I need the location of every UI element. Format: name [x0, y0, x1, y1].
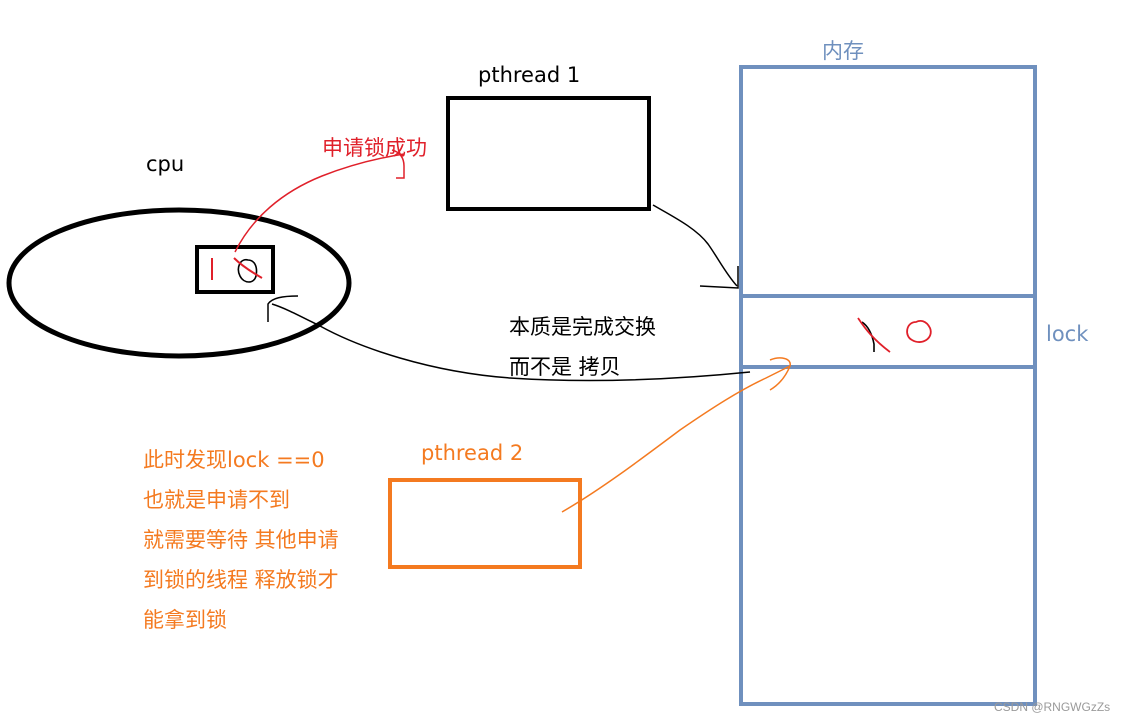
register-zero-mark: [237, 258, 258, 283]
note-block: 此时发现lock ==0 也就是申请不到 就需要等待 其他申请 到锁的线程 释放…: [143, 446, 339, 646]
pthread2-box: [388, 478, 582, 569]
note-line-3: 就需要等待 其他申请: [143, 528, 339, 552]
lock-red-slash: [857, 317, 891, 353]
lock-black-mark: [861, 321, 875, 352]
cpu-ellipse: [6, 207, 352, 359]
orange-arrow-head: [769, 357, 791, 391]
register-red-slash: [233, 257, 263, 279]
pthread2-label: pthread 2: [421, 441, 524, 465]
memory-block: [739, 65, 1037, 706]
black-arrow-head-cpu: [267, 295, 299, 322]
note-line-2: 也就是申请不到: [143, 488, 290, 512]
red-curve-arrow: [234, 153, 405, 253]
essence-line1: 本质是完成交换: [509, 315, 656, 339]
pthread1-label: pthread 1: [478, 63, 581, 87]
pthread1-box: [446, 96, 651, 211]
cpu-label: cpu: [146, 152, 185, 176]
watermark: CSDN @RNGWGzZs: [994, 700, 1111, 714]
lock-success-label: 申请锁成功: [322, 136, 427, 160]
note-line-4: 到锁的线程 释放锁才: [143, 568, 339, 592]
black-arrow-pthread1-to-memory: [652, 204, 738, 287]
note-line-1: 此时发现lock ==0: [143, 448, 325, 472]
note-line-5: 能拿到锁: [143, 608, 227, 632]
memory-label: 内存: [822, 39, 864, 63]
cpu-register-box: [195, 245, 275, 294]
black-arrow-lock-to-cpu: [271, 303, 751, 382]
black-arrow-head-memory: [699, 266, 739, 289]
lock-label: lock: [1046, 322, 1089, 346]
essence-line2: 而不是 拷贝: [509, 355, 621, 379]
orange-curve-arrow: [561, 365, 791, 513]
lock-red-zero: [906, 320, 932, 343]
red-arrow-head: [391, 149, 405, 179]
